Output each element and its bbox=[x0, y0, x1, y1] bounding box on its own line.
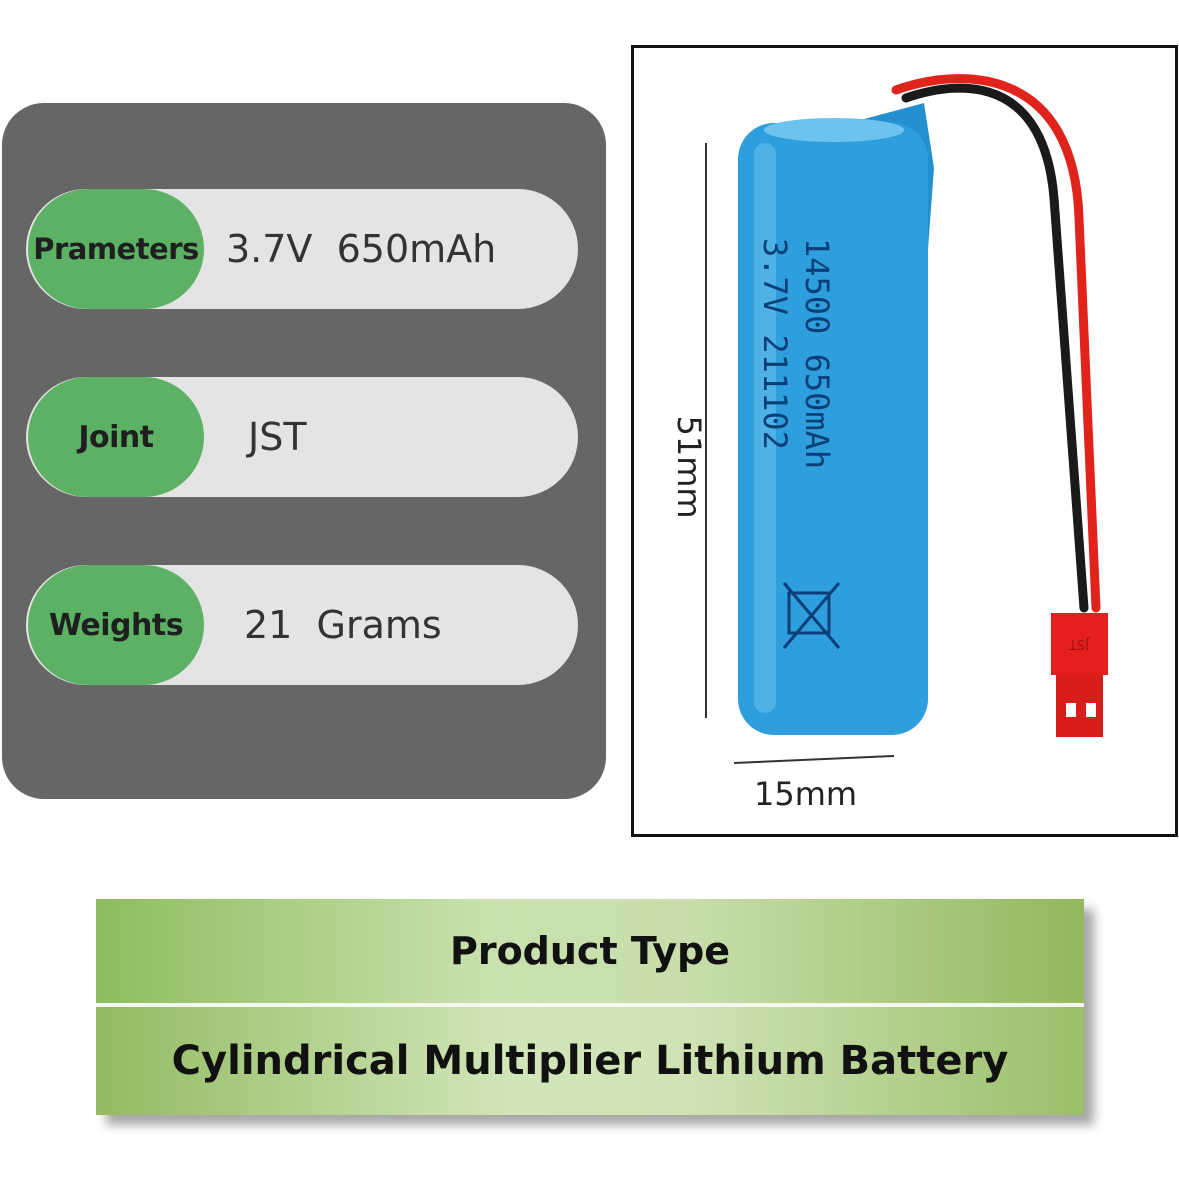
product-type-banner: Product Type Cylindrical Multiplier Lith… bbox=[96, 899, 1084, 1115]
spec-key-weights: Weights bbox=[28, 565, 204, 685]
spec-value-weights: 21 Grams bbox=[244, 603, 442, 647]
length-label: 51mm bbox=[670, 415, 708, 519]
jst-connector bbox=[1051, 613, 1108, 675]
width-dimension-line bbox=[733, 755, 895, 764]
battery-illustration: JST 14500 650mAh 3.7V 211102 bbox=[705, 74, 1108, 764]
spec-value-joint: JST bbox=[248, 415, 307, 459]
recycle-bin-icon bbox=[782, 582, 841, 649]
spec-row-parameters: Prameters 3.7V 650mAh bbox=[26, 189, 578, 309]
spec-row-joint: Joint JST bbox=[26, 377, 578, 497]
banner-divider bbox=[96, 1003, 1084, 1007]
spec-key-parameters: Prameters bbox=[28, 189, 204, 309]
spec-key-joint: Joint bbox=[28, 377, 204, 497]
spec-panel: Prameters 3.7V 650mAh Joint JST Weights … bbox=[2, 103, 606, 799]
battery-top-cap bbox=[764, 118, 904, 142]
cell-print-line2: 3.7V 211102 bbox=[756, 238, 794, 450]
red-wire bbox=[891, 74, 1101, 613]
black-wire bbox=[901, 83, 1089, 613]
battery-body bbox=[738, 123, 928, 735]
product-type-value: Cylindrical Multiplier Lithium Battery bbox=[96, 1007, 1084, 1115]
product-type-header: Product Type bbox=[96, 899, 1084, 1003]
battery-highlight bbox=[754, 143, 776, 713]
connector-label: JST bbox=[1069, 636, 1090, 651]
spec-row-weights: Weights 21 Grams bbox=[26, 565, 578, 685]
width-label: 15mm bbox=[754, 775, 858, 813]
cell-print-line1: 14500 650mAh bbox=[798, 238, 836, 469]
spec-value-parameters: 3.7V 650mAh bbox=[226, 227, 497, 271]
product-image-frame: JST 14500 650mAh 3.7V 211102 51mm 15mm bbox=[631, 45, 1178, 837]
